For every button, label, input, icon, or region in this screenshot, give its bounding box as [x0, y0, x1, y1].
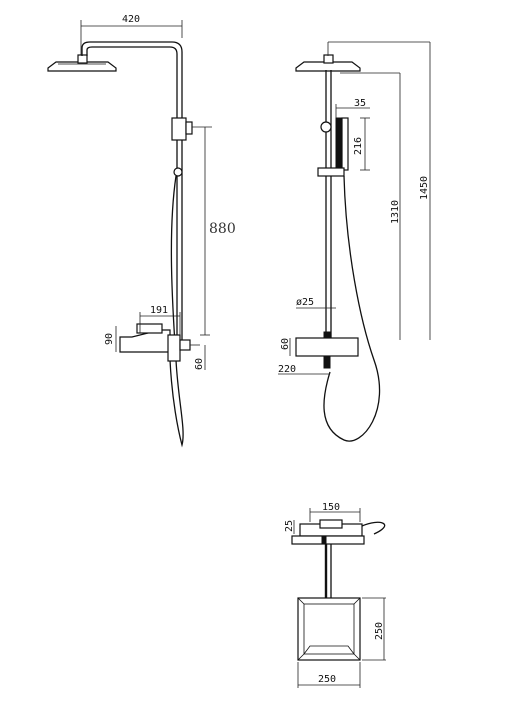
dim-label-35: 35	[354, 98, 366, 109]
dim-label-side-60: 60	[280, 338, 291, 350]
side-slider	[317, 167, 345, 177]
dim-riser-height: 880	[200, 127, 236, 336]
dim-label-220: 220	[278, 364, 296, 375]
side-rain-head	[295, 54, 361, 72]
dim-label-250-width: 250	[318, 674, 336, 685]
wall-plate	[297, 597, 361, 661]
handshower-holder-front	[171, 117, 212, 177]
dim-label-880: 880	[209, 221, 236, 237]
dim-label-216: 216	[353, 137, 364, 155]
rain-shower-head	[47, 54, 117, 72]
front-view: 420 880	[47, 14, 236, 448]
dim-arm-width: 420	[80, 14, 183, 56]
hose-side	[323, 175, 381, 442]
dim-label-420: 420	[122, 14, 140, 25]
dim-label-1310: 1310	[390, 200, 401, 224]
shower-arm-and-riser	[81, 41, 183, 340]
dim-label-191: 191	[150, 305, 168, 316]
dim-label-250-height: 250	[374, 622, 385, 640]
mixer-front: 191 90 60	[104, 305, 206, 370]
side-handshower: 35 216	[320, 98, 370, 171]
dim-label-1450: 1450	[419, 176, 430, 200]
dim-label-25dia: ø25	[296, 297, 314, 308]
side-view: 1450 1310 35 216 ø25	[278, 41, 431, 442]
dim-label-150: 150	[322, 502, 340, 513]
mixer-top	[291, 519, 386, 545]
dim-pipe-diameter: ø25	[296, 297, 336, 309]
dim-label-60: 60	[194, 358, 205, 370]
dim-label-top-25: 25	[284, 520, 295, 532]
hose-front	[169, 175, 184, 448]
mixer-side: 60 220	[278, 331, 359, 375]
top-view: 150 25 250	[284, 502, 386, 688]
dim-label-90: 90	[104, 333, 115, 345]
